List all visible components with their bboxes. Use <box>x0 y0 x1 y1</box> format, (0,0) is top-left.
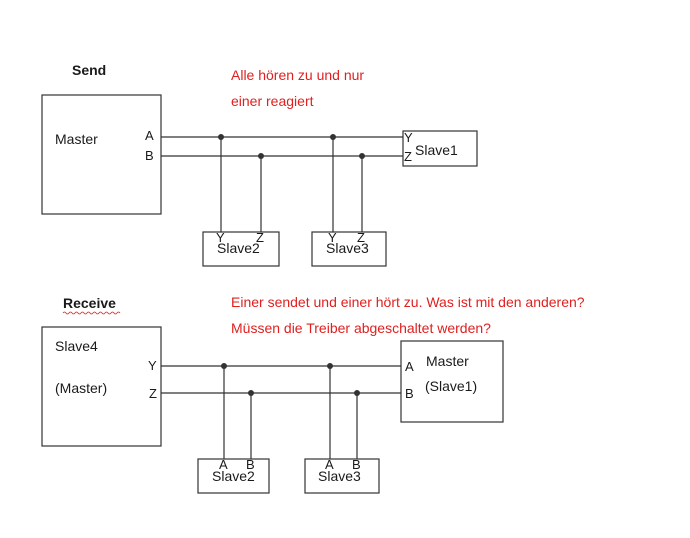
send-slave1-label: Slave1 <box>415 142 458 158</box>
send-slave3-pin-y: Y <box>328 230 337 245</box>
send-slave2-pin-y: Y <box>216 230 225 245</box>
receive-slave4-sublabel: (Master) <box>55 380 107 396</box>
receive-slave3-pin-b: B <box>352 457 361 472</box>
send-master-label: Master <box>55 131 98 147</box>
receive-slave4-pin-z: Z <box>149 386 157 401</box>
receive-slave4-label: Slave4 <box>55 338 98 354</box>
send-slave3-label: Slave3 <box>326 240 369 256</box>
receive-slave3-box <box>304 458 380 494</box>
send-junction-dot <box>359 153 365 159</box>
receive-slave2-box <box>197 458 270 494</box>
send-master-pin-a: A <box>145 128 154 143</box>
receive-master-sublabel: (Slave1) <box>425 378 477 394</box>
send-heading: Send <box>72 62 106 78</box>
receive-slave2-pin-b: B <box>246 457 255 472</box>
receive-slave3-pin-a: A <box>325 457 334 472</box>
spellcheck-underline <box>62 311 121 315</box>
receive-junction-dot <box>248 390 254 396</box>
receive-master-label: Master <box>426 353 469 369</box>
send-master-box <box>41 94 162 215</box>
send-master-pin-b: B <box>145 148 154 163</box>
send-slave1-pin-y: Y <box>404 130 413 145</box>
receive-master-pin-b: B <box>405 386 414 401</box>
send-slave1-box <box>402 130 478 167</box>
receive-note-line2: Müssen die Treiber abgeschaltet werden? <box>231 320 491 336</box>
receive-note-line1: Einer sendet und einer hört zu. Was ist … <box>231 294 585 310</box>
send-slave3-box <box>311 231 387 267</box>
receive-master-pin-a: A <box>405 359 414 374</box>
receive-junction-dot <box>327 363 333 369</box>
receive-slave2-label: Slave2 <box>212 468 255 484</box>
send-slave2-label: Slave2 <box>217 240 260 256</box>
send-slave2-box <box>202 231 280 267</box>
receive-slave4-pin-y: Y <box>148 358 157 373</box>
receive-junction-dot <box>221 363 227 369</box>
receive-slave4-box <box>41 326 162 447</box>
send-junction-dot <box>258 153 264 159</box>
send-note-line1: Alle hören zu und nur <box>231 67 364 83</box>
send-junction-dot <box>218 134 224 140</box>
receive-master-box <box>400 340 504 423</box>
receive-heading: Receive <box>63 295 116 311</box>
receive-slave3-label: Slave3 <box>318 468 361 484</box>
send-note-line2: einer reagiert <box>231 93 314 109</box>
send-junction-dot <box>330 134 336 140</box>
send-slave2-pin-z: Z <box>256 230 264 245</box>
send-slave3-pin-z: Z <box>357 230 365 245</box>
receive-junction-dot <box>354 390 360 396</box>
receive-slave2-pin-a: A <box>219 457 228 472</box>
send-slave1-pin-z: Z <box>404 149 412 164</box>
